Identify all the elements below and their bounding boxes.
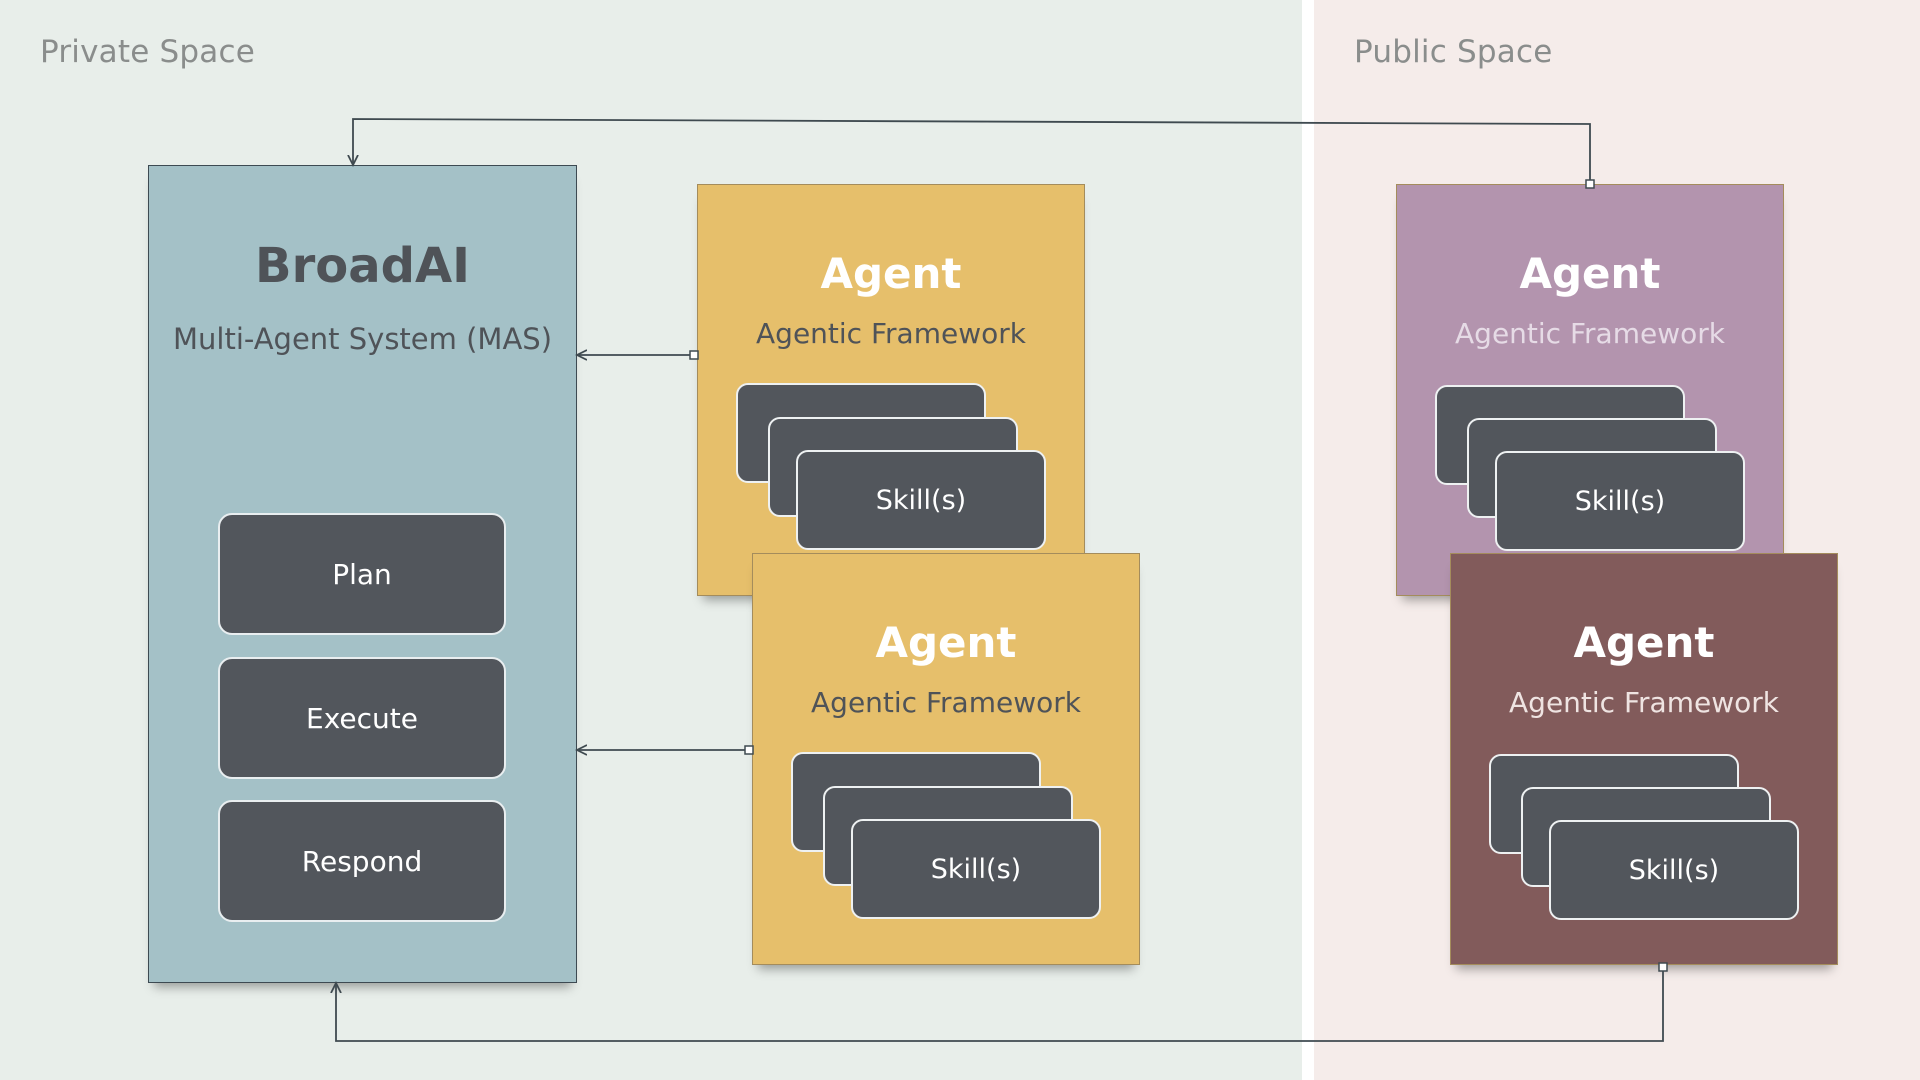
agent-title: Agent (1573, 618, 1715, 667)
skill-card-front: Skill(s) (851, 819, 1101, 919)
agent-framework-label: Agentic Framework (811, 686, 1081, 719)
respond-step: Respond (218, 800, 506, 922)
skill-card-front: Skill(s) (1549, 820, 1799, 920)
agent-framework-label: Agentic Framework (1509, 686, 1779, 719)
plan-step: Plan (218, 513, 506, 635)
public-space-label: Public Space (1354, 34, 1553, 70)
agent-framework-label: Agentic Framework (756, 317, 1026, 350)
agent-framework-label: Agentic Framework (1455, 317, 1725, 350)
agent-card-public-2: Agent Agentic Framework Skill(s) (1450, 553, 1838, 965)
private-space-label: Private Space (40, 34, 255, 70)
skill-card-front: Skill(s) (1495, 451, 1745, 551)
execute-step: Execute (218, 657, 506, 779)
mas-title: BroadAI (255, 238, 470, 294)
agent-title: Agent (820, 249, 962, 298)
skill-card-front: Skill(s) (796, 450, 1046, 550)
agent-card-private-2: Agent Agentic Framework Skill(s) (752, 553, 1140, 965)
agent-title: Agent (1519, 249, 1661, 298)
agent-title: Agent (875, 618, 1017, 667)
agent-card-public-1: Agent Agentic Framework Skill(s) (1396, 184, 1784, 596)
agent-card-private-1: Agent Agentic Framework Skill(s) (697, 184, 1085, 596)
mas-subtitle: Multi-Agent System (MAS) (172, 322, 553, 356)
